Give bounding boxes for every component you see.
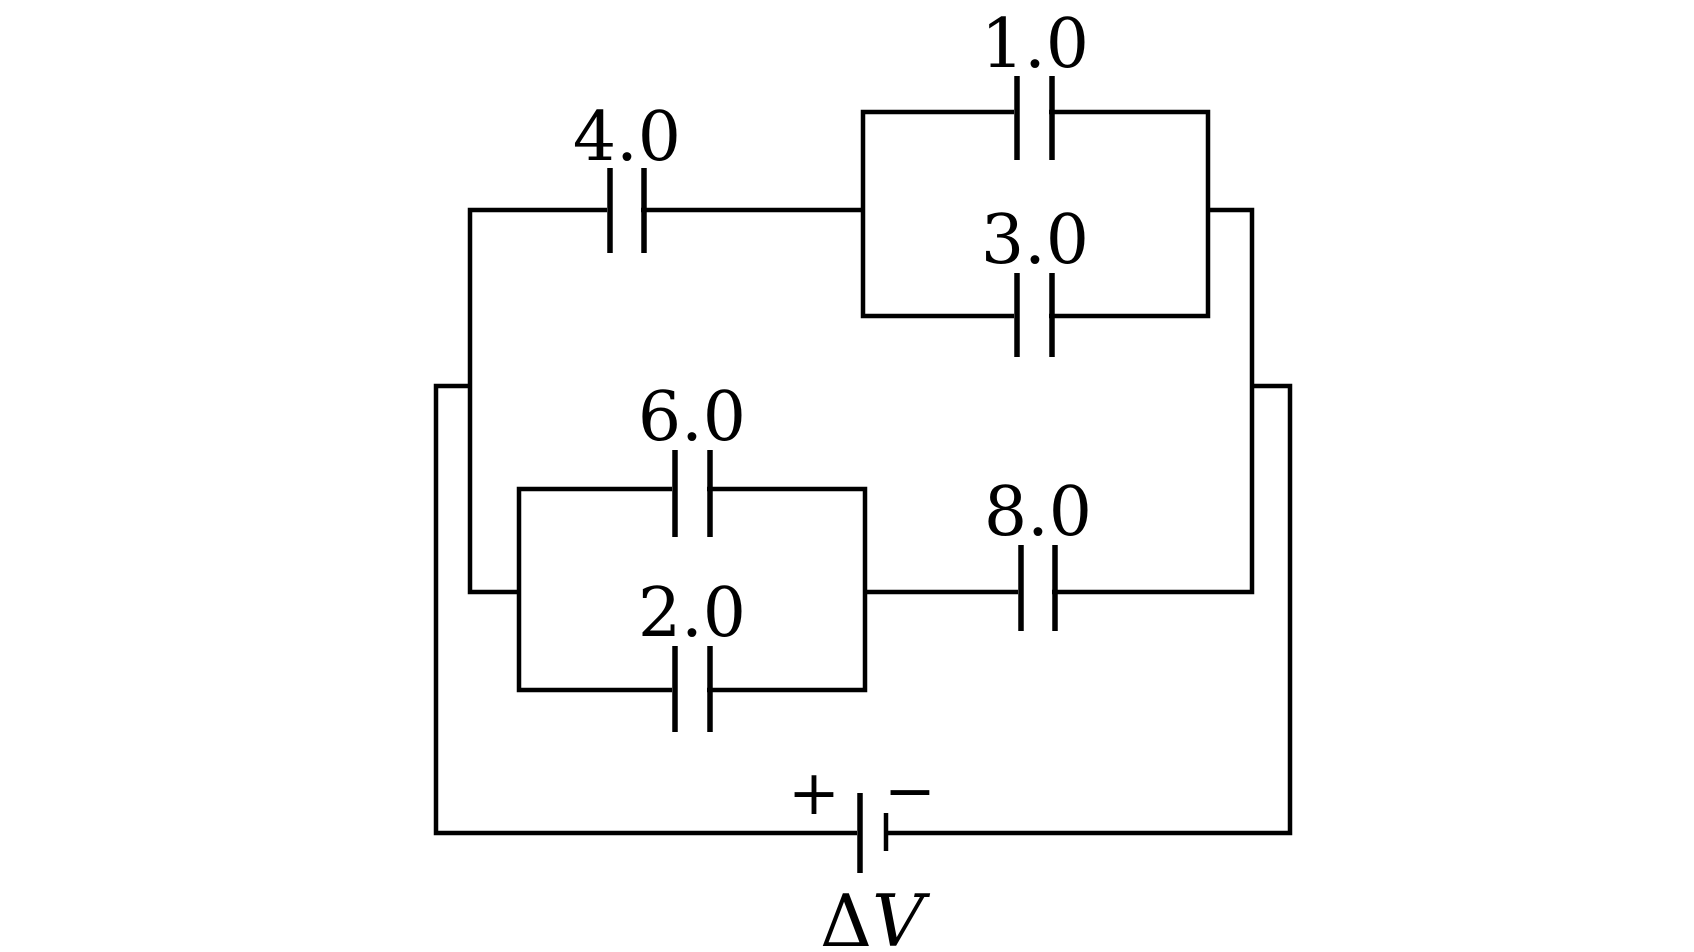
wire-parallel-left-lower xyxy=(516,486,672,693)
battery-loop-wires xyxy=(433,383,1293,836)
label-capacitor-2-0: 2.0 xyxy=(638,574,746,653)
wire-parallel-right-lower xyxy=(707,486,868,693)
label-capacitor-6-0: 6.0 xyxy=(638,378,746,457)
delta-symbol: Δ xyxy=(820,879,872,952)
wire-parallel-left-upper xyxy=(860,109,1014,319)
wire-upper-right xyxy=(1052,207,1255,595)
capacitor-3-0 xyxy=(1014,273,1055,357)
wire-upper-left xyxy=(467,207,607,386)
voltage-symbol: V xyxy=(872,879,931,952)
battery-minus-sign: − xyxy=(884,754,936,827)
wire-battery-right xyxy=(886,383,1293,836)
label-capacitor-3-0: 3.0 xyxy=(981,201,1089,280)
battery-plus-sign: + xyxy=(788,756,840,829)
capacitor-8-0 xyxy=(1018,545,1058,631)
label-capacitor-4-0: 4.0 xyxy=(573,98,681,177)
label-capacitor-8-0: 8.0 xyxy=(984,473,1092,552)
capacitor-4-0 xyxy=(607,168,647,253)
lower-branch-wires xyxy=(467,386,1018,693)
wire-parallel-right-upper xyxy=(1049,109,1211,319)
battery xyxy=(857,793,889,873)
label-capacitor-1-0: 1.0 xyxy=(981,5,1089,84)
capacitor-1-0 xyxy=(1014,76,1055,160)
wire-lower-left xyxy=(467,386,519,595)
capacitor-6-0 xyxy=(672,450,713,537)
wire-battery-left xyxy=(433,383,857,836)
battery-voltage-label: ΔV xyxy=(820,879,931,952)
upper-branch-wires xyxy=(467,109,1255,595)
capacitor-2-0 xyxy=(672,646,713,732)
